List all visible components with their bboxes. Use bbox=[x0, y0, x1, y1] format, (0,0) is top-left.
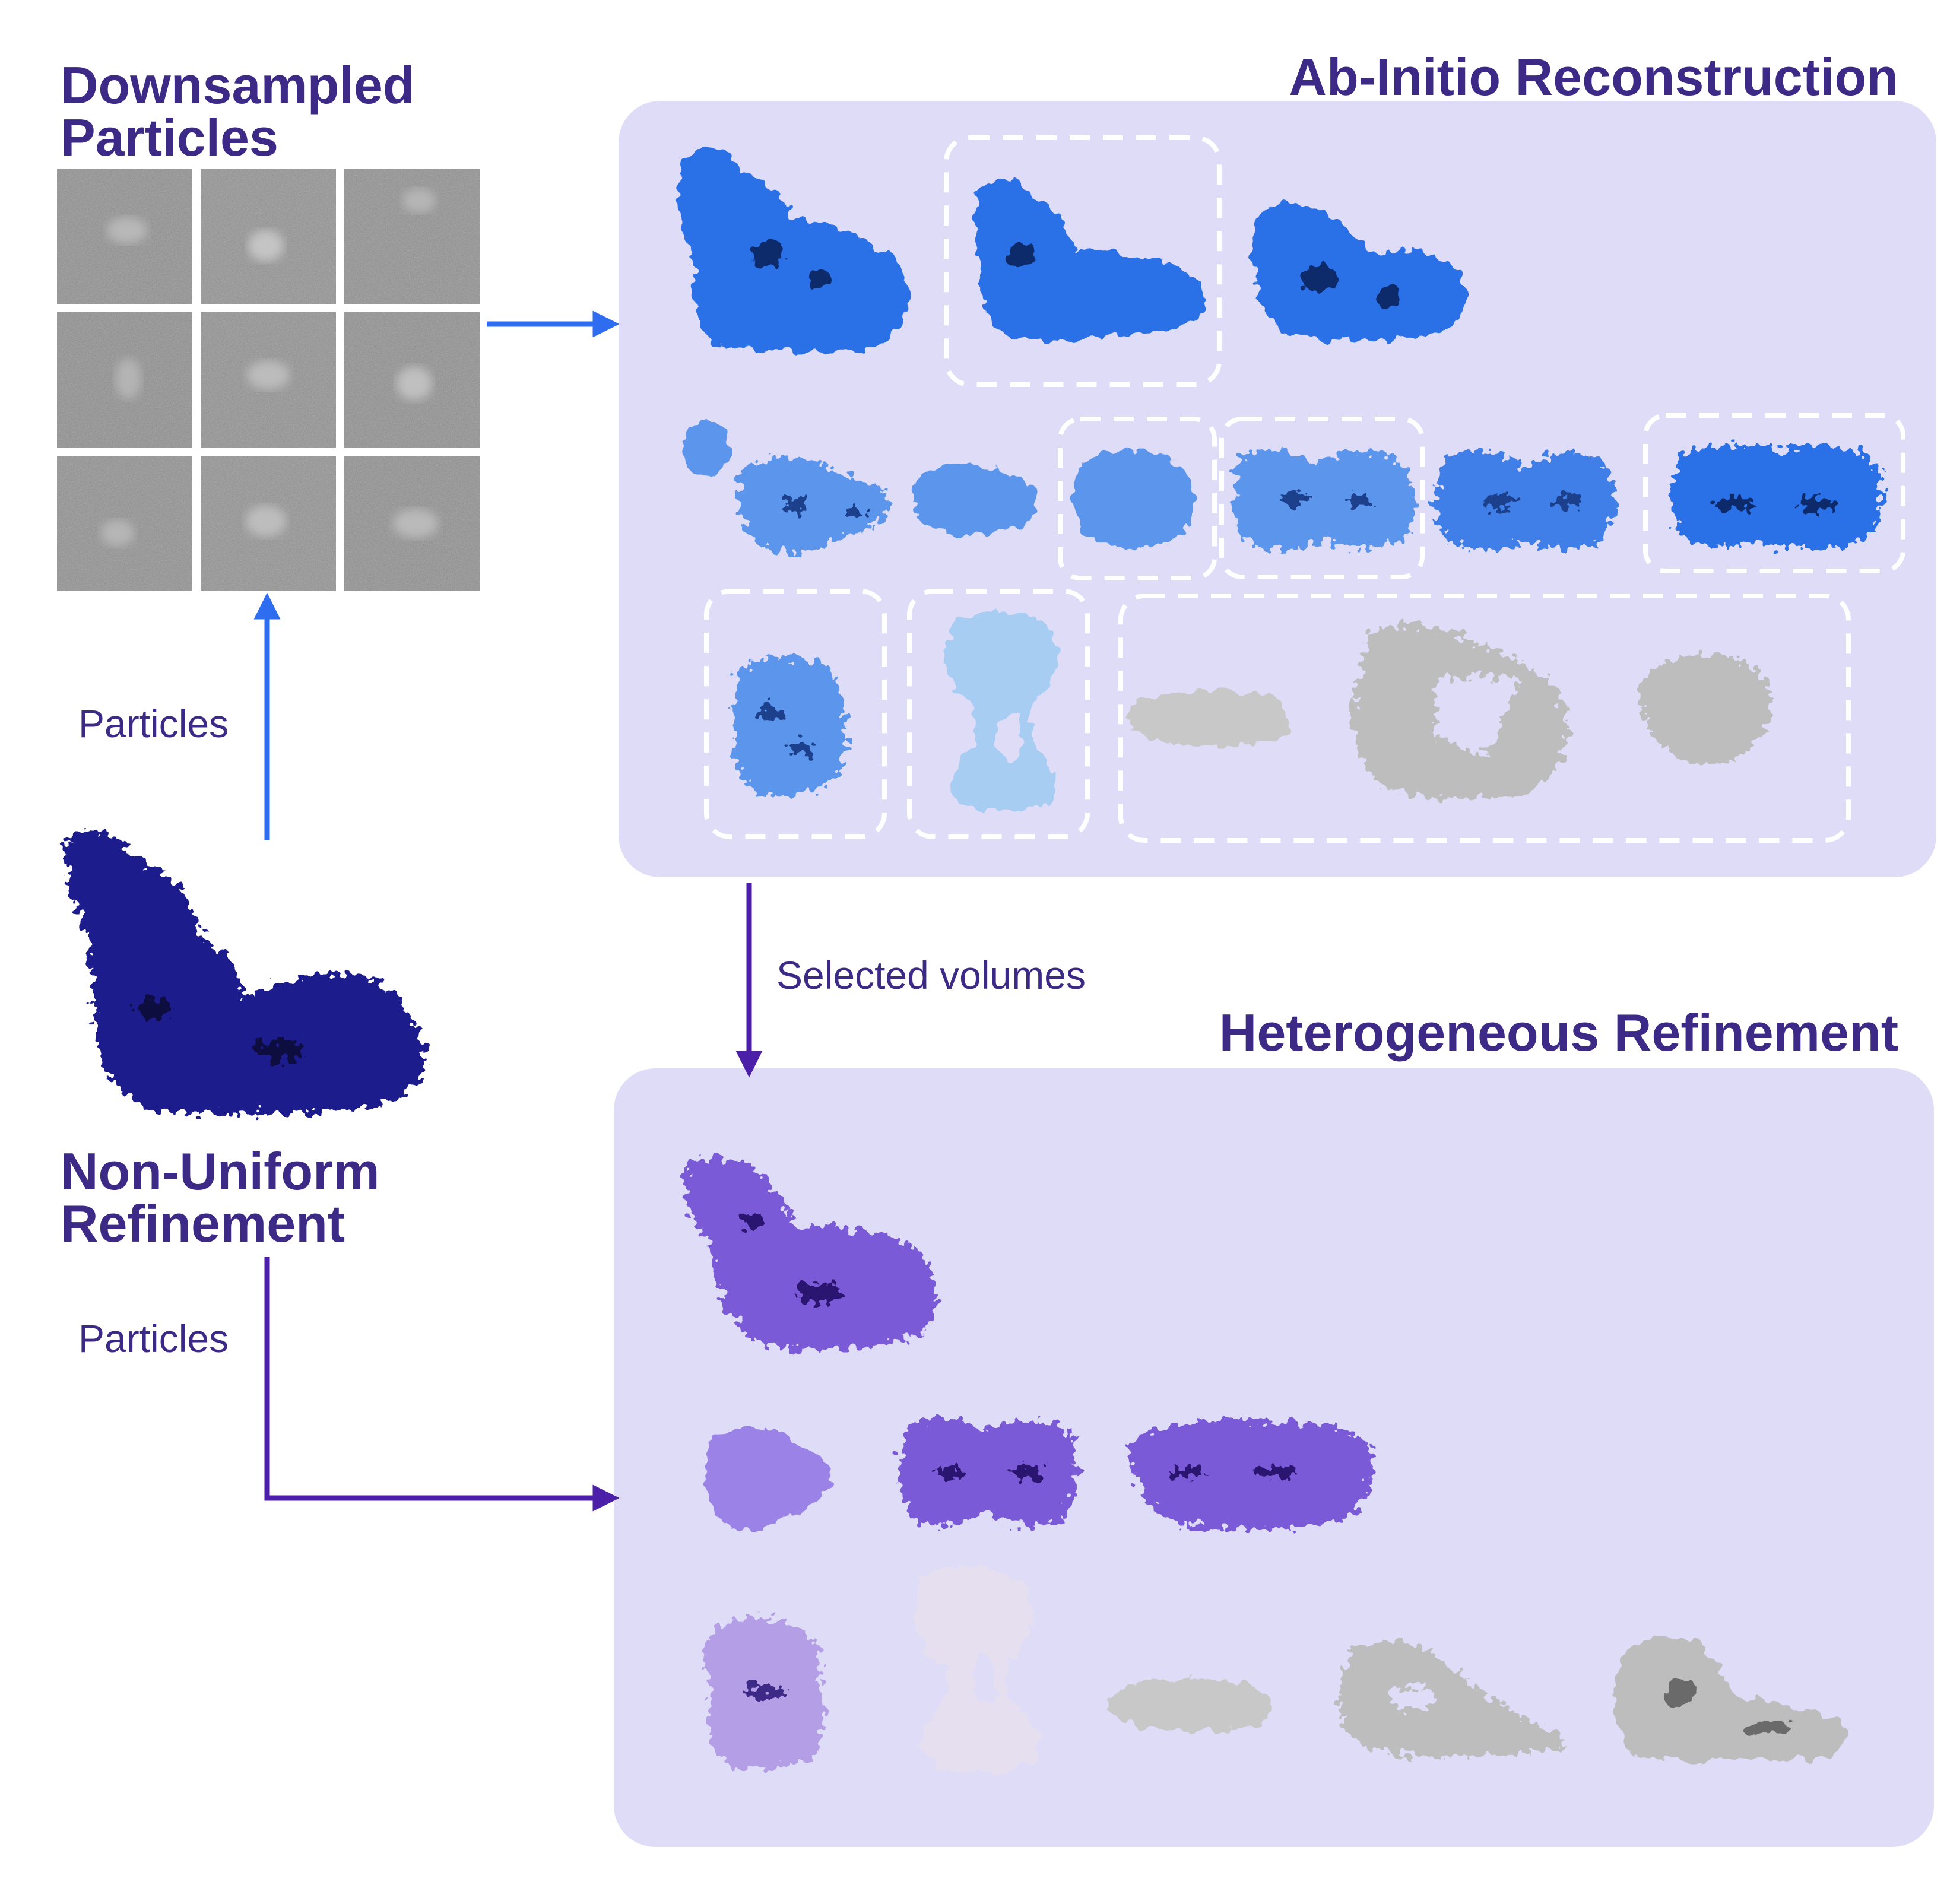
hetero-volume bbox=[1615, 1636, 1847, 1762]
abinitio-volume bbox=[737, 458, 890, 553]
downsampled-particles-title: Downsampled Particles bbox=[61, 59, 415, 164]
abinitio-volume bbox=[1131, 690, 1288, 746]
particle-tile bbox=[201, 312, 336, 448]
abinitio-volume bbox=[1435, 450, 1616, 549]
nonuniform-title-line1: Non-Uniform bbox=[61, 1142, 380, 1201]
selection-box bbox=[1118, 594, 1851, 843]
selected-volumes-label: Selected volumes bbox=[776, 953, 1086, 997]
selection-boxes bbox=[704, 135, 1905, 843]
particle-tile bbox=[57, 312, 192, 448]
abinitio-volume bbox=[975, 179, 1206, 341]
abinitio-volume bbox=[1353, 624, 1568, 799]
abinitio-volume bbox=[944, 609, 1057, 811]
particle-tile bbox=[57, 169, 192, 304]
abinitio-volume bbox=[1252, 203, 1468, 341]
abinitio-volume bbox=[733, 657, 846, 797]
selection-box bbox=[1219, 417, 1425, 579]
nonuniform-title-line2: Refinement bbox=[61, 1194, 345, 1253]
downsampled-title-line1: Downsampled bbox=[61, 56, 415, 115]
downsampled-title-line2: Particles bbox=[61, 108, 278, 167]
hetero-volume bbox=[703, 1618, 823, 1769]
hetero-volume bbox=[706, 1428, 831, 1532]
heterogeneous-refinement-title: Heterogeneous Refinement bbox=[1219, 1003, 1898, 1062]
selection-box bbox=[1643, 413, 1905, 573]
selection-box bbox=[1058, 417, 1217, 580]
particle-tile bbox=[201, 169, 336, 304]
hetero-volume bbox=[915, 1566, 1039, 1773]
hetero-volume bbox=[1108, 1677, 1270, 1731]
abinitio-volume bbox=[1640, 655, 1771, 766]
particle-tile bbox=[344, 312, 480, 448]
selection-box bbox=[944, 135, 1222, 387]
particles-up-label: Particles bbox=[78, 702, 229, 745]
non-uniform-volume bbox=[65, 831, 424, 1115]
abinitio-volume bbox=[677, 150, 910, 353]
ab-initio-title: Ab-Initio Reconstruction bbox=[1289, 47, 1898, 106]
particle-tile bbox=[344, 169, 480, 304]
arrow-nu-to-hetero bbox=[264, 1257, 620, 1512]
particle-grid bbox=[57, 169, 480, 591]
abinitio-volume bbox=[1671, 445, 1882, 549]
hetero-volume bbox=[683, 1157, 937, 1350]
particle-tile bbox=[344, 456, 480, 591]
selection-box bbox=[907, 589, 1090, 839]
hetero-volume bbox=[900, 1418, 1077, 1526]
particles-down-label: Particles bbox=[78, 1316, 229, 1360]
non-uniform-refinement-title: Non-Uniform Refinement bbox=[61, 1145, 380, 1250]
abinitio-volume bbox=[1232, 450, 1415, 549]
hetero-volume bbox=[1339, 1642, 1567, 1757]
selection-box bbox=[704, 589, 887, 839]
abinitio-volume bbox=[912, 464, 1040, 535]
particle-tile bbox=[201, 456, 336, 591]
abinitio-volume bbox=[683, 421, 730, 476]
hetero-volume bbox=[1130, 1421, 1373, 1529]
abinitio-volume bbox=[1072, 449, 1194, 548]
particle-tile bbox=[57, 456, 192, 591]
